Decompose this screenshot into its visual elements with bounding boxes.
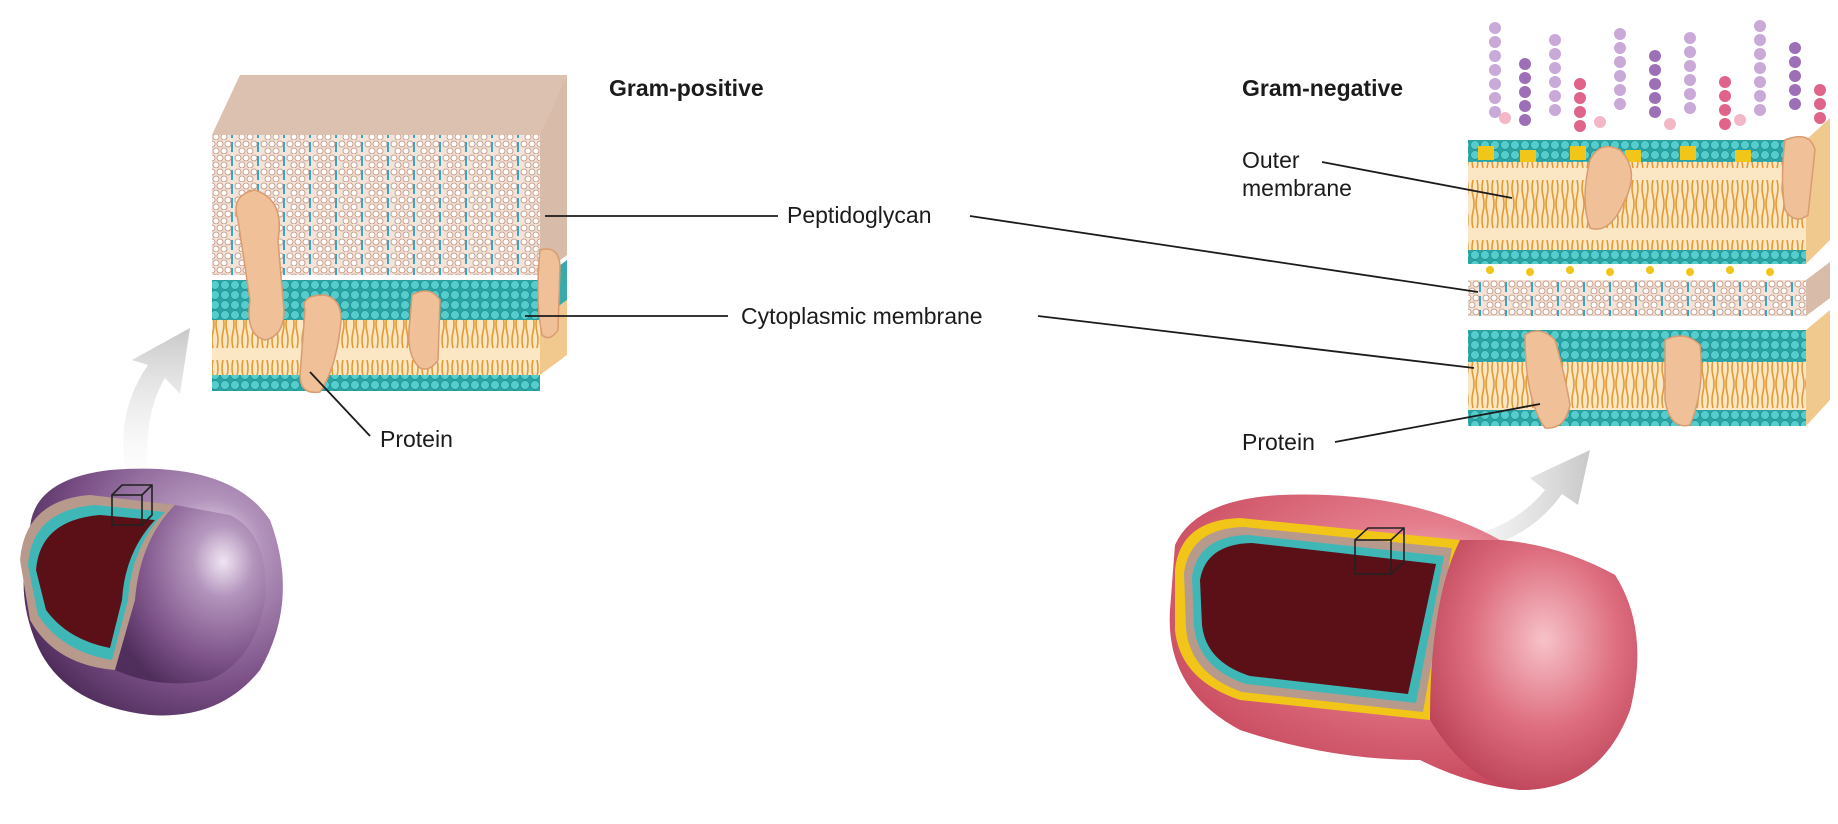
gram-positive-zoom-arrow [123, 328, 190, 490]
gram-positive-cell [20, 468, 283, 716]
cytoplasmic-membrane-label: Cytoplasmic membrane [741, 303, 983, 329]
gram-negative-protein-leader [1334, 403, 1541, 443]
gram-positive-zoom-box [111, 484, 153, 526]
gram-positive-wall-block [212, 75, 567, 394]
gram-negative-wall-block [1468, 20, 1830, 429]
lps-chains [1489, 20, 1826, 132]
peptidoglycan-leader-right [969, 215, 1479, 293]
gram-negative-cell [1169, 494, 1638, 790]
leader-lines [309, 161, 1541, 443]
gram-negative-title: Gram-negative [1242, 75, 1404, 101]
gram-positive-protein-leader [309, 371, 371, 437]
outer-membrane-leader [1321, 161, 1513, 199]
gram-negative-protein-label: Protein [1242, 429, 1315, 455]
outer-membrane-label: Outer membrane [1242, 147, 1352, 201]
peptidoglycan-label: Peptidoglycan [787, 202, 932, 228]
gram-positive-protein-label: Protein [380, 426, 453, 452]
gram-negative-zoom-arrow [1410, 450, 1590, 556]
gram-negative-zoom-box [1354, 527, 1405, 575]
cytoplasmic-membrane-leader-right [1037, 315, 1475, 369]
gram-positive-title: Gram-positive [609, 75, 764, 101]
